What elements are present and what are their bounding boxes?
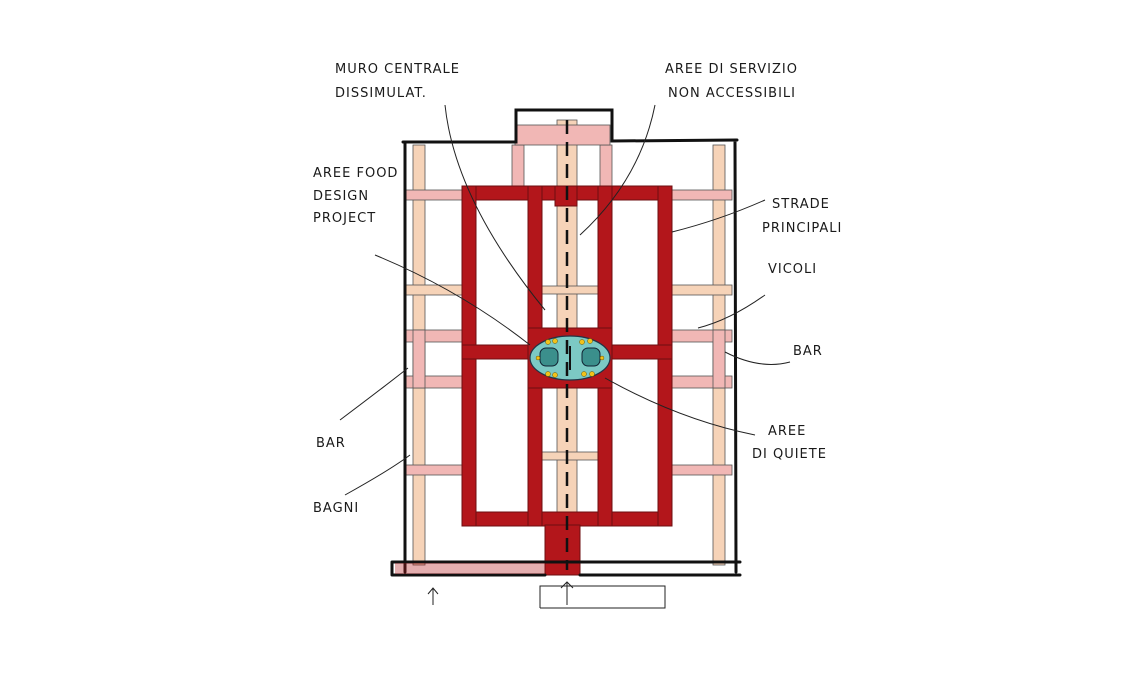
entrance-plinth [539,585,666,609]
entrance-corridor [544,524,581,576]
secondary-streets [404,119,733,571]
side-entrance-arrow [427,587,439,605]
label-aree-quiete-1: AREE [768,424,806,439]
outer-walls [390,108,742,609]
seat-dots [535,338,605,378]
label-aree-food-2: DESIGN [313,189,369,204]
label-strade-2: PRINCIPALI [762,221,842,236]
label-muro-centrale-1: MURO CENTRALE [335,62,460,77]
label-bar-right: BAR [793,344,823,359]
label-aree-food-3: PROJECT [313,211,376,226]
label-aree-food-1: AREE FOOD [313,166,398,181]
quiet-area [529,335,611,381]
leader-lines [339,104,791,496]
annotation-labels: MURO CENTRALE DISSIMULAT. AREE DI SERVIZ… [313,62,842,516]
label-vicoli: VICOLI [768,262,817,277]
label-aree-quiete-2: DI QUIETE [752,447,827,462]
label-bar-left: BAR [316,436,346,451]
label-bagni: BAGNI [313,501,359,516]
label-strade-1: STRADE [772,197,830,212]
label-aree-servizio-1: AREE DI SERVIZIO [665,62,798,77]
label-aree-servizio-2: NON ACCESSIBILI [668,86,796,101]
label-muro-centrale-2: DISSIMULAT. [335,86,427,101]
